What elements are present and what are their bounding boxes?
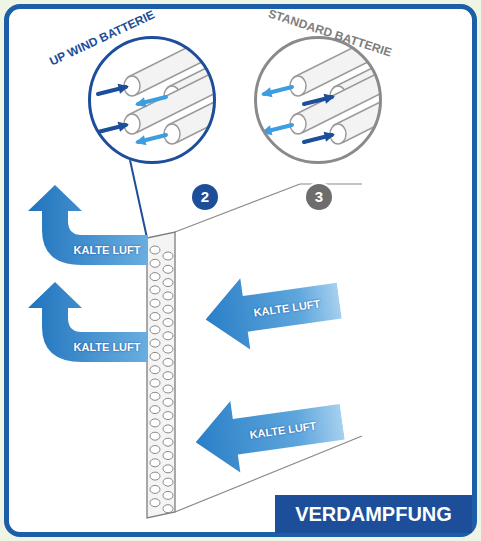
tube-end bbox=[163, 425, 173, 433]
tube-end bbox=[163, 385, 173, 393]
block-edge bbox=[175, 184, 300, 232]
tube-end bbox=[150, 459, 160, 467]
tube-end bbox=[150, 432, 160, 440]
leader-line bbox=[130, 160, 147, 238]
arrow-head bbox=[261, 87, 272, 97]
tube-end bbox=[163, 292, 173, 300]
arrow-label: KALTE LUFT bbox=[73, 244, 140, 256]
tube-end bbox=[150, 246, 160, 254]
title-band: VERDAMPFUNG bbox=[275, 495, 472, 533]
air-arrow-shape bbox=[191, 386, 348, 478]
tube-end bbox=[163, 505, 173, 513]
arrow-label: KALTE LUFT bbox=[73, 341, 140, 353]
tube-end bbox=[163, 398, 173, 406]
tube-end bbox=[163, 491, 173, 499]
frame-panel bbox=[4, 4, 477, 537]
block-edge bbox=[300, 183, 362, 184]
tube-end bbox=[163, 319, 173, 327]
lens-rim bbox=[256, 38, 381, 163]
tube-end bbox=[163, 332, 173, 340]
tube-end bbox=[150, 313, 160, 321]
tube-ends bbox=[150, 246, 173, 513]
tube-end bbox=[163, 478, 173, 486]
tube-end bbox=[150, 406, 160, 414]
air-arrow bbox=[10, 185, 148, 280]
air-arrow-node: KALTE LUFT bbox=[10, 282, 148, 377]
tube-end bbox=[150, 446, 160, 454]
tube-end bbox=[163, 465, 173, 473]
air-arrow-shape bbox=[28, 185, 148, 265]
air-arrow bbox=[10, 282, 148, 377]
coil-block bbox=[147, 232, 175, 518]
tube-end bbox=[150, 499, 160, 507]
lens-rim bbox=[90, 38, 215, 163]
tube-end bbox=[163, 412, 173, 420]
tube-end bbox=[150, 339, 160, 347]
tube-end bbox=[150, 299, 160, 307]
magnifier-node: UP WIND BATTERIE bbox=[88, 36, 216, 164]
arrow-head bbox=[324, 94, 335, 104]
arrow-head bbox=[135, 97, 146, 107]
callout-number: 2 bbox=[192, 184, 218, 210]
tube-end bbox=[150, 366, 160, 374]
tube-end bbox=[150, 273, 160, 281]
tube-end bbox=[150, 379, 160, 387]
air-arrow-node: KALTE LUFT bbox=[10, 185, 148, 280]
tube-end bbox=[163, 345, 173, 353]
arrow-head bbox=[324, 132, 335, 142]
magnifier-circle bbox=[252, 34, 384, 166]
callout-number: 3 bbox=[306, 184, 332, 210]
arrow-head bbox=[135, 135, 146, 145]
tube-end bbox=[163, 279, 173, 287]
tube-end bbox=[163, 438, 173, 446]
band-title: VERDAMPFUNG bbox=[295, 503, 452, 526]
tube-end bbox=[150, 485, 160, 493]
tube-end bbox=[150, 259, 160, 267]
tube-end bbox=[150, 392, 160, 400]
tube-end bbox=[150, 352, 160, 360]
tube-end bbox=[163, 265, 173, 273]
air-arrow-shape bbox=[28, 282, 148, 362]
tube-end bbox=[150, 286, 160, 294]
tube-end bbox=[150, 472, 160, 480]
tube-end bbox=[163, 452, 173, 460]
tube-end bbox=[163, 358, 173, 366]
magnifier-circle bbox=[86, 34, 218, 166]
magnifier-node: STANDARD BATTERIE bbox=[254, 36, 382, 164]
tube-end bbox=[150, 419, 160, 427]
air-arrow-shape bbox=[201, 265, 345, 355]
tube-end bbox=[163, 372, 173, 380]
arrow-head bbox=[118, 122, 129, 132]
tube-end bbox=[163, 252, 173, 260]
arrow-head bbox=[118, 84, 129, 94]
tube-end bbox=[163, 305, 173, 313]
tube-end bbox=[150, 326, 160, 334]
